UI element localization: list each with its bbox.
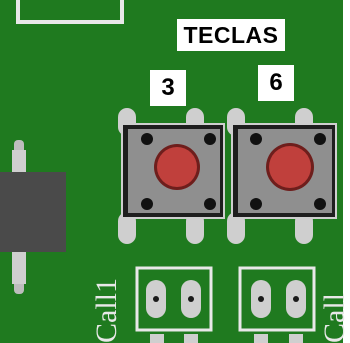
tactile-switch-3[interactable] bbox=[118, 108, 225, 244]
silkscreen-outline bbox=[16, 0, 124, 24]
left-component bbox=[0, 140, 66, 294]
connector-label-call1: Call1 bbox=[90, 278, 123, 343]
teclas-title: TECLAS bbox=[177, 19, 285, 51]
left-component-body bbox=[0, 172, 66, 252]
image-border bbox=[343, 0, 350, 343]
button-label-3: 3 bbox=[150, 70, 186, 106]
switch-cap-6[interactable] bbox=[269, 146, 311, 188]
connector-call1 bbox=[135, 266, 213, 343]
connector-label-call: Call bbox=[318, 293, 350, 343]
tactile-switch-6[interactable] bbox=[227, 108, 337, 244]
switch-cap-3[interactable] bbox=[157, 147, 197, 187]
button-label-6: 6 bbox=[258, 65, 294, 101]
connector-call bbox=[238, 266, 316, 343]
